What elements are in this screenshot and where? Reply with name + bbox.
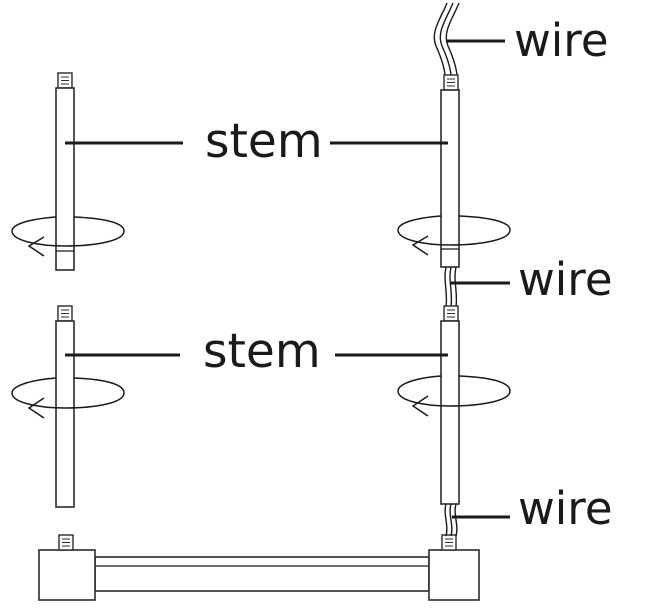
base-bar: [38, 534, 480, 601]
stem-top-left: [55, 72, 75, 271]
stem-cap-top-left: [57, 72, 73, 89]
wire-bottom: [444, 503, 458, 537]
label-wire-middle: wire: [518, 253, 613, 306]
rotate-arrow-middle-left-icon: [11, 377, 125, 419]
label-stem-top: stem: [205, 114, 323, 169]
base-cap-left: [58, 534, 74, 551]
rotate-arrow-top-right-icon: [397, 215, 511, 256]
stem-middle-right: [440, 320, 460, 505]
wire-top: [433, 2, 460, 76]
stem-cap-top-right: [443, 74, 459, 91]
label-stem-middle: stem: [203, 324, 321, 379]
base-cap-right: [441, 534, 457, 551]
rotate-arrow-middle-right-icon: [397, 375, 511, 417]
label-wire-bottom: wire: [518, 482, 613, 535]
stem-middle-left: [55, 305, 75, 508]
stem-top-right: [440, 89, 460, 268]
wire-middle: [444, 266, 458, 308]
stem-cap-middle-right: [443, 305, 459, 322]
label-wire-top: wire: [514, 14, 609, 67]
stem-cap-middle-left: [57, 305, 73, 322]
rotate-arrow-top-left-icon: [11, 216, 125, 257]
